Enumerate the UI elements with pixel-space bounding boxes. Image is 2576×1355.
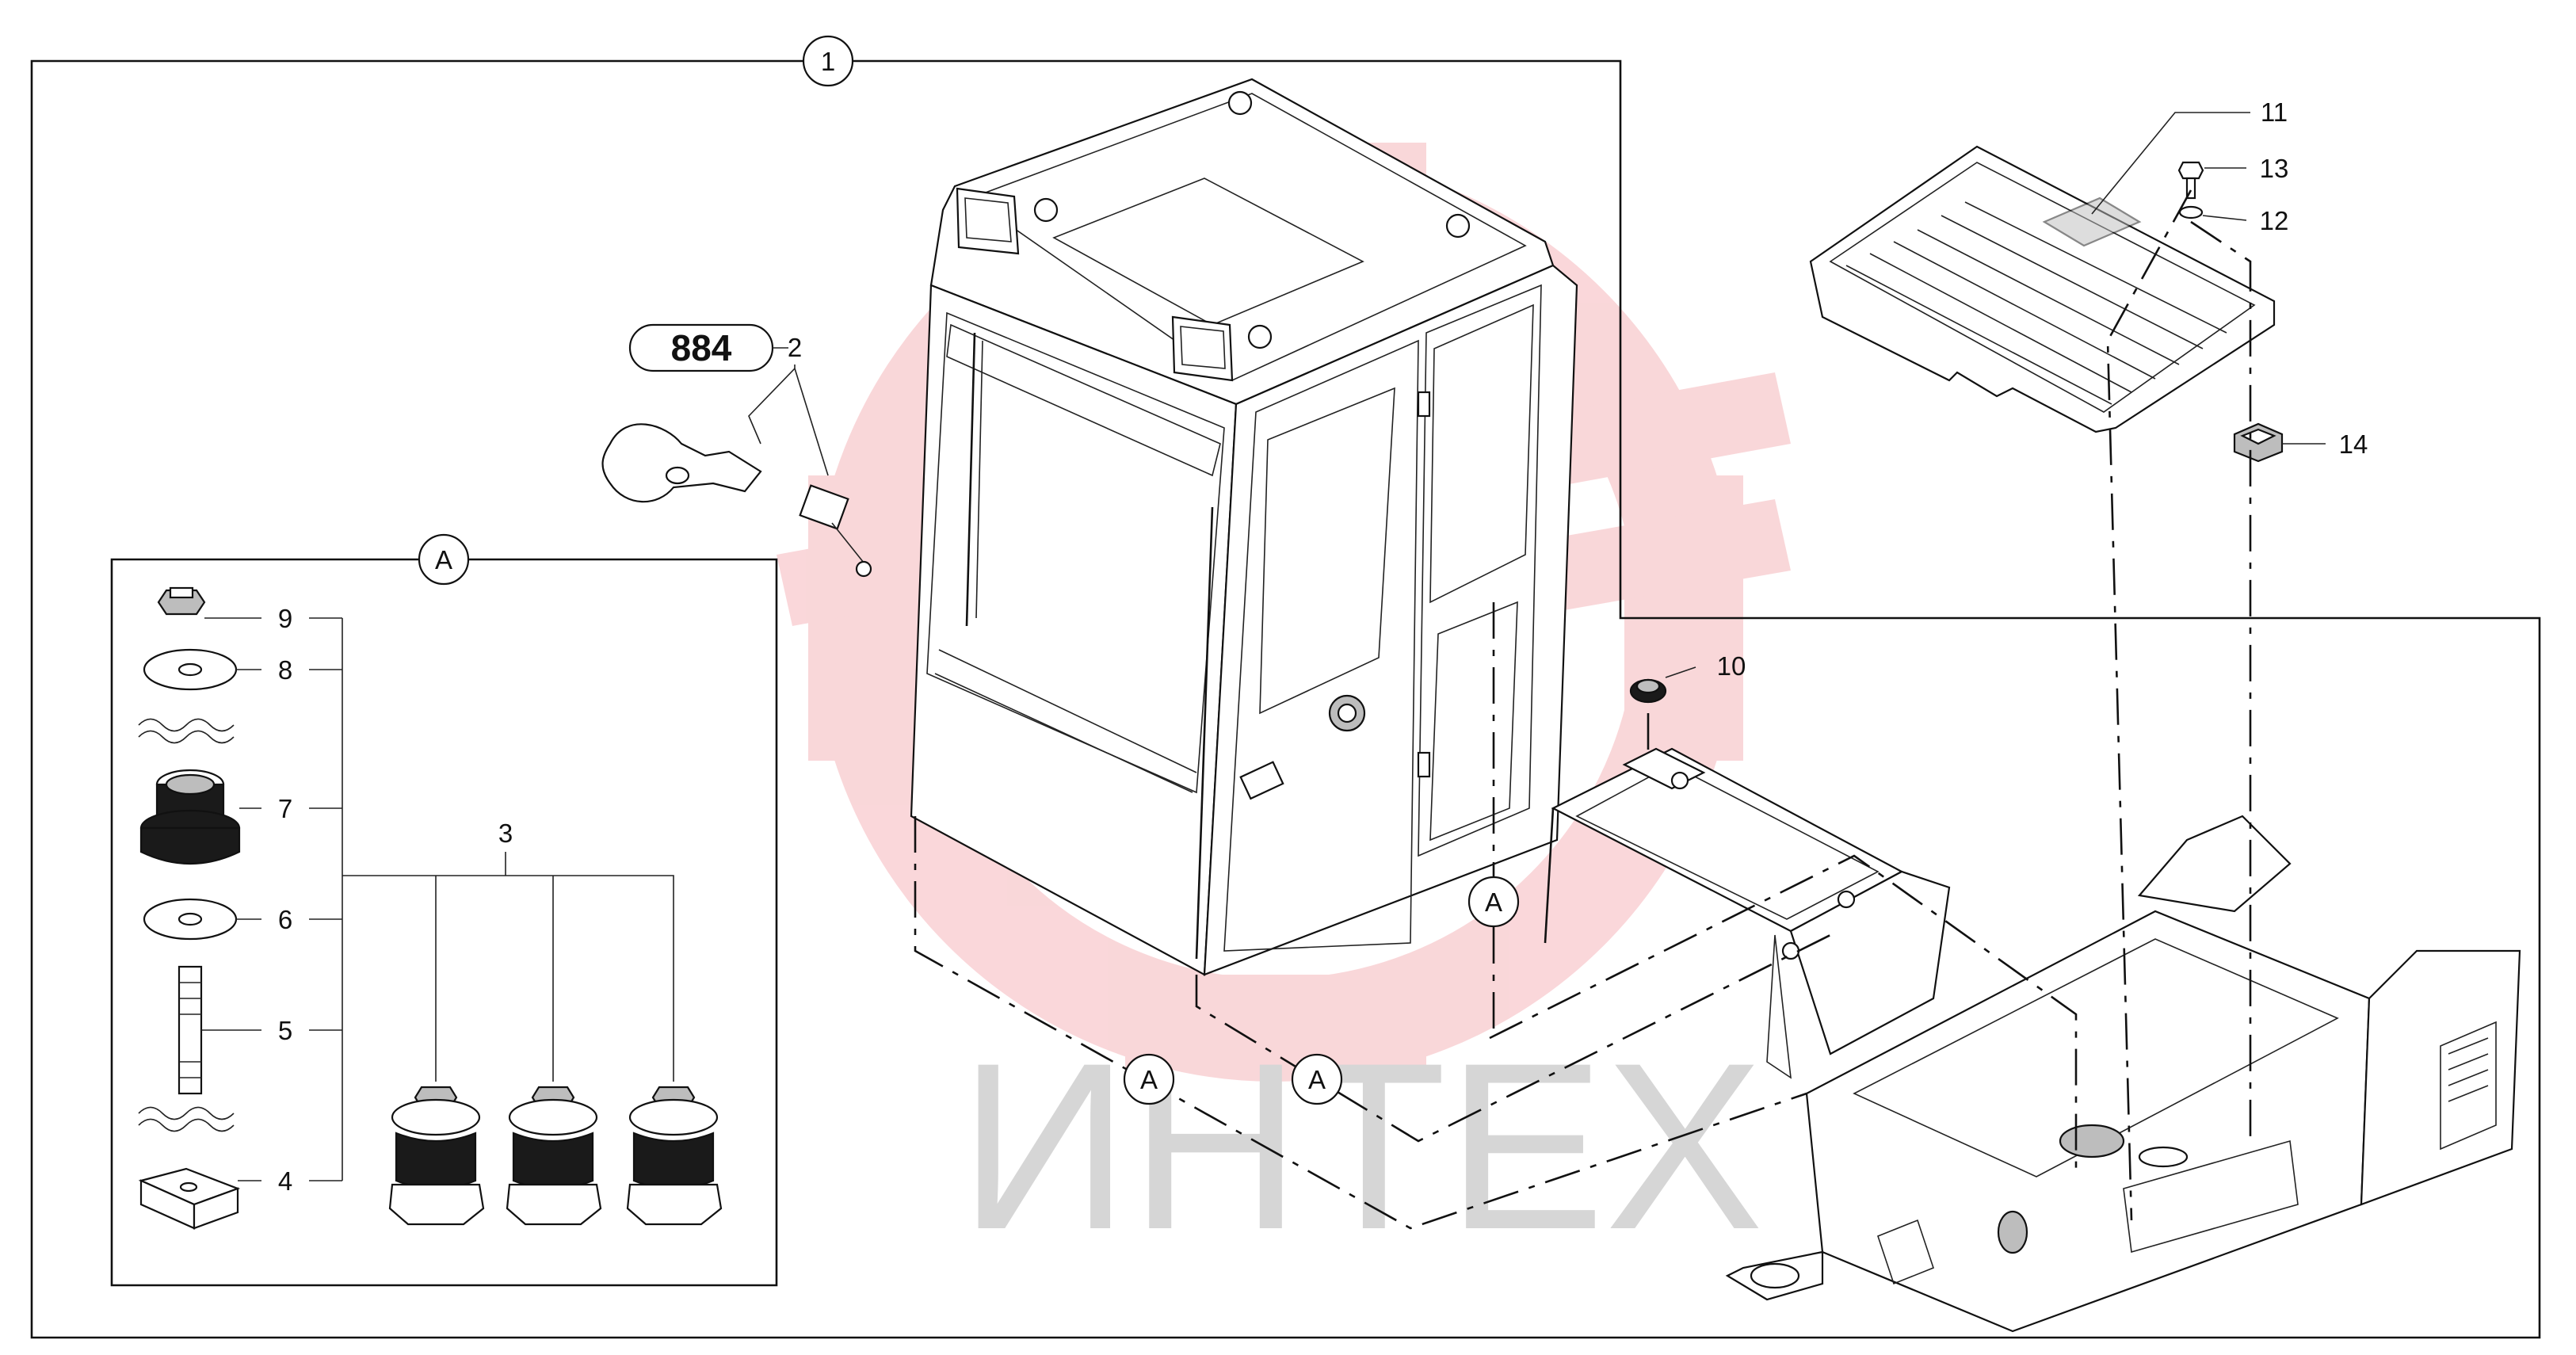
callout-4: 4 xyxy=(278,1166,292,1196)
floor-mat xyxy=(1809,145,2276,433)
assembly-line-3 xyxy=(1489,854,2078,1173)
detail-a-marker-3 xyxy=(1291,1053,1343,1105)
callout-11: 11 xyxy=(2261,97,2288,127)
detail-a-marker-2 xyxy=(1123,1053,1175,1105)
watermark-text: ИНТЕХ xyxy=(959,1013,1764,1279)
cushion xyxy=(1629,678,1667,704)
mount-stack xyxy=(138,586,241,1230)
clip xyxy=(2233,422,2284,463)
callout-7: 7 xyxy=(278,794,292,823)
callout-3: 3 xyxy=(498,819,513,848)
detail-a-marker-3-label: A xyxy=(1308,1065,1326,1094)
assembly-frame xyxy=(30,59,2541,1339)
bolt xyxy=(2177,161,2204,200)
callout-9: 9 xyxy=(278,604,292,633)
detail-a-marker-2-label: A xyxy=(1140,1065,1158,1094)
detail-a-circle xyxy=(418,533,470,586)
detail-a-marker-1-label: A xyxy=(1485,887,1502,917)
detail-a-label: A xyxy=(435,545,452,574)
callout-1: 1 xyxy=(821,47,835,76)
reference-box-label: 884 xyxy=(671,327,732,368)
callout-10: 10 xyxy=(1717,651,1746,681)
callout-circle-1 xyxy=(802,35,854,87)
small-washer xyxy=(2178,205,2204,219)
callout-13: 13 xyxy=(2260,154,2289,183)
callout-5: 5 xyxy=(278,1016,292,1045)
callout-6: 6 xyxy=(278,905,292,934)
callout-14: 14 xyxy=(2339,429,2368,459)
callout-2: 2 xyxy=(788,333,802,362)
detail-a-frame xyxy=(110,558,778,1287)
upper-frame xyxy=(1725,815,2521,1333)
detail-a-marker-1 xyxy=(1467,876,1520,928)
assembly-line-7 xyxy=(2190,220,2252,1141)
callout-12: 12 xyxy=(2260,206,2289,235)
cab-mount-bracket xyxy=(1544,747,1951,1079)
assembled-mounts xyxy=(388,1086,723,1226)
seat-belt xyxy=(601,423,872,578)
operator-cab xyxy=(910,78,1578,976)
callout-8: 8 xyxy=(278,655,292,685)
